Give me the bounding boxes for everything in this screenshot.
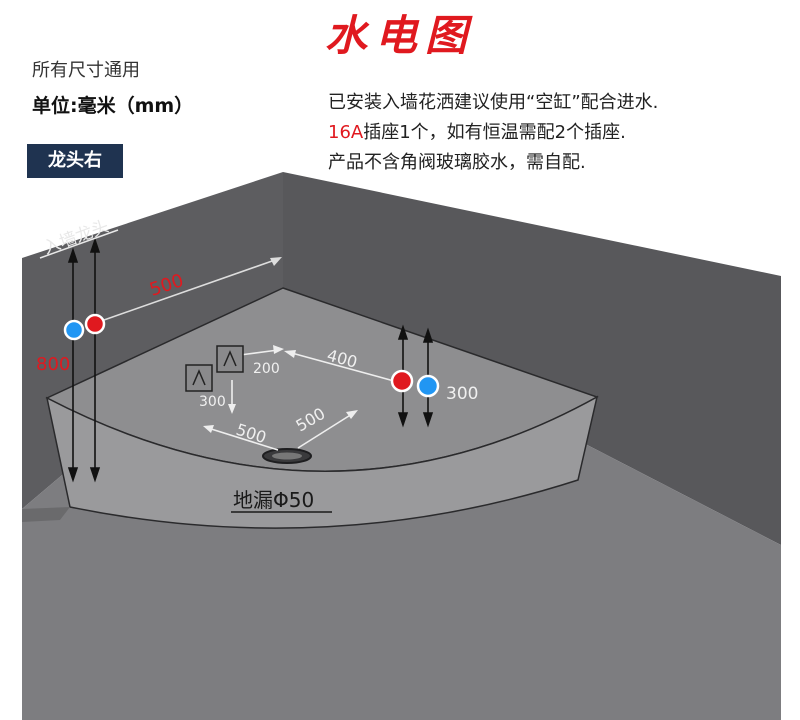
page-title: 水电图 bbox=[324, 11, 475, 60]
faucet-label-underline bbox=[39, 229, 119, 259]
tub-skirt-shadow bbox=[22, 507, 70, 522]
faucet-side-badge: 龙头右 bbox=[27, 144, 123, 178]
subtitle: 所有尺寸通用 bbox=[32, 60, 140, 81]
dim-800: 800 bbox=[36, 354, 70, 375]
excluded-parts-note: 产品不含角阀玻璃胶水，需自配. bbox=[328, 152, 586, 173]
install-note: 已安装入墙花洒建议使用“空缸”配合进水. bbox=[328, 92, 659, 113]
dim-300-socket: 300 bbox=[199, 394, 226, 410]
hot-water-icon bbox=[84, 313, 106, 335]
socket-note: 16A插座1个，如有恒温需配2个插座. bbox=[328, 118, 626, 144]
dimension-lines bbox=[67, 237, 434, 483]
dim-200: 200 bbox=[253, 361, 280, 377]
cold-water-icon bbox=[416, 374, 440, 398]
socket-note-text: 插座1个，如有恒温需配2个插座. bbox=[363, 122, 626, 143]
back-wall bbox=[283, 172, 781, 545]
socket-rating: 16A bbox=[328, 122, 364, 143]
drain-grate bbox=[272, 452, 302, 460]
unit-label: 单位:毫米（mm） bbox=[32, 95, 194, 117]
tub-front bbox=[45, 395, 599, 529]
dim-300-right: 300 bbox=[446, 384, 478, 404]
cold-water-icon bbox=[63, 319, 85, 341]
drain-label: 地漏Φ50 bbox=[233, 488, 314, 512]
power-socket bbox=[185, 345, 244, 392]
hot-water-icon bbox=[390, 369, 414, 393]
